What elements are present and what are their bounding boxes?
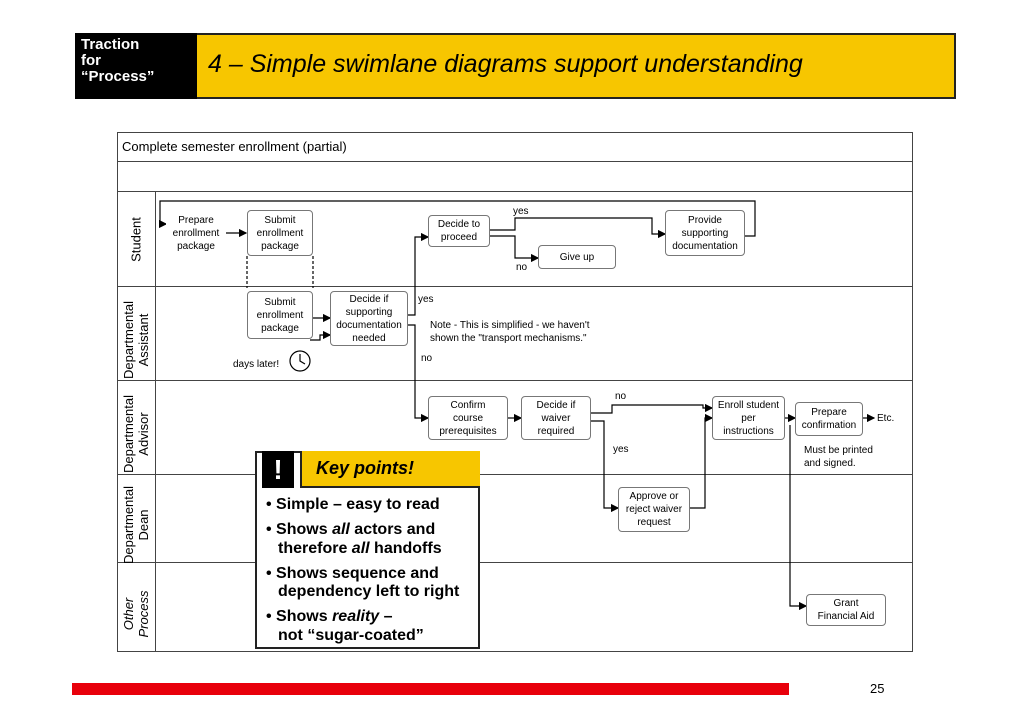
step-enroll-student: Enroll student per instructions	[712, 396, 785, 440]
step-approve-waiver: Approve or reject waiver request	[618, 487, 690, 532]
step-decide-waiver: Decide if waiver required	[521, 396, 591, 440]
label-yes-waiver: yes	[613, 444, 629, 455]
footer-bar	[72, 683, 789, 695]
step-give-up: Give up	[538, 245, 616, 269]
step-provide-documentation: Provide supporting documentation	[665, 210, 745, 256]
clock-icon	[289, 350, 311, 372]
step-prepare-package: Prepare enrollment package	[166, 210, 226, 256]
label-no-waiver: no	[615, 391, 627, 402]
lane-other	[117, 562, 913, 652]
step-prepare-confirmation: Prepare confirmation	[795, 402, 863, 436]
key-points-header	[300, 451, 480, 488]
process-title: Complete semester enrollment (partial)	[122, 139, 347, 154]
step-submit-package-student: Submit enrollment package	[247, 210, 313, 256]
key-point-2a: • Shows all actors and	[266, 521, 436, 538]
exclamation-icon: !	[262, 451, 294, 488]
key-points-title: Key points!	[316, 458, 415, 478]
page-number: 25	[870, 681, 885, 696]
key-point-3b: dependency left to right	[278, 583, 460, 600]
key-point-3a: • Shows sequence and	[266, 565, 439, 582]
simplification-note: Note - This is simplified - we haven't s…	[430, 320, 590, 344]
key-point-1: • Simple – easy to read	[266, 496, 440, 513]
step-submit-package-assistant: Submit enrollment package	[247, 291, 313, 339]
label-must-be-printed: Must be printed and signed.	[804, 445, 873, 469]
header-banner	[75, 33, 956, 99]
label-yes-assistant: yes	[418, 294, 434, 305]
key-point-2b: therefore all handoffs	[278, 540, 442, 557]
step-grant-financial-aid: Grant Financial Aid	[806, 594, 886, 626]
label-days-later: days later!	[233, 359, 280, 370]
key-point-4b: not “sugar-coated”	[278, 627, 424, 644]
step-confirm-prerequisites: Confirm course prerequisites	[428, 396, 508, 440]
slide-title: 4 – Simple swimlane diagrams support und…	[208, 50, 803, 78]
label-yes-top: yes	[513, 206, 529, 217]
brand-label: Traction for “Process”	[75, 33, 197, 99]
label-etc: Etc.	[877, 413, 895, 424]
label-no-assistant: no	[421, 353, 433, 364]
lane-header-divider	[155, 191, 156, 652]
step-decide-supporting: Decide if supporting documentation neede…	[330, 291, 408, 346]
label-no-top: no	[516, 262, 528, 273]
key-point-4a: • Shows reality –	[266, 608, 393, 625]
step-decide-proceed: Decide to proceed	[428, 215, 490, 247]
